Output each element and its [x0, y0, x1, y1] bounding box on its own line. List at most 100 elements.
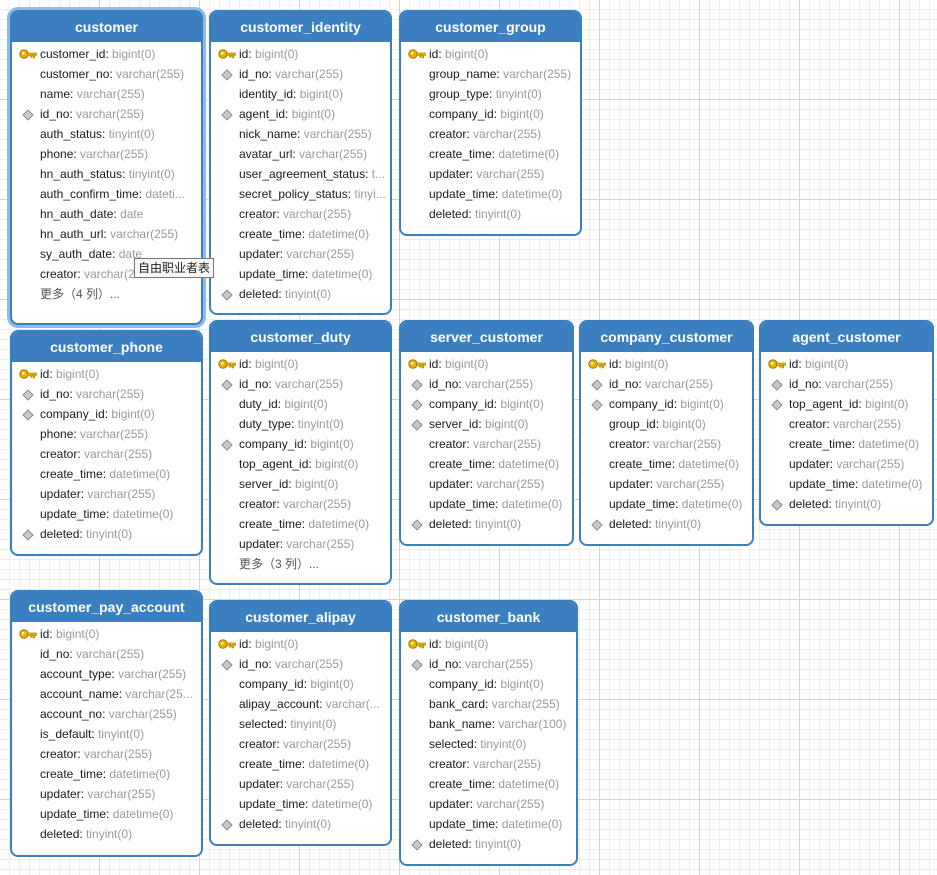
field-row[interactable]: id: bigint(0)	[211, 354, 390, 374]
field-row[interactable]: create_time: datetime(0)	[40, 767, 171, 781]
field-row[interactable]: creator: varchar(255)	[429, 437, 542, 451]
field-row[interactable]: group_name: varchar(255)	[429, 67, 572, 81]
field-row[interactable]: id_no: varchar(255)	[581, 374, 752, 394]
field-row[interactable]: update_time: datetime(0)	[239, 267, 373, 281]
field-row[interactable]: account_name: varchar(25...	[40, 687, 193, 701]
field-row[interactable]: deleted: tinyint(0)	[429, 207, 522, 221]
field-row[interactable]: server_id: bigint(0)	[401, 414, 572, 434]
field-row[interactable]: hn_auth_date: date	[40, 207, 144, 221]
field-row[interactable]: update_time: datetime(0)	[239, 797, 373, 811]
field-row[interactable]: updater: varchar(255)	[429, 477, 545, 491]
field-row[interactable]: update_time: datetime(0)	[429, 497, 563, 511]
field-row[interactable]: updater: varchar(255)	[609, 477, 725, 491]
field-row[interactable]: deleted: tinyint(0)	[761, 494, 932, 514]
table-title[interactable]: customer	[12, 12, 201, 42]
field-row[interactable]: creator: varchar(255)	[40, 447, 153, 461]
field-row[interactable]: creator: varchar(255)	[239, 207, 352, 221]
field-row[interactable]: company_id: bigint(0)	[429, 677, 544, 691]
table-title[interactable]: customer_alipay	[211, 602, 390, 632]
field-row[interactable]: update_time: datetime(0)	[609, 497, 743, 511]
field-row[interactable]: customer_no: varchar(255)	[40, 67, 185, 81]
field-row[interactable]: creator: varchar(255)	[429, 757, 542, 771]
field-row[interactable]: agent_id: bigint(0)	[211, 104, 390, 124]
field-row[interactable]: creator: varchar(255)	[609, 437, 722, 451]
field-row[interactable]: company_id: bigint(0)	[581, 394, 752, 414]
field-row[interactable]: creator: varchar(255)	[789, 417, 902, 431]
field-row[interactable]: alipay_account: varchar(...	[239, 697, 380, 711]
field-row[interactable]: secret_policy_status: tinyi...	[239, 187, 386, 201]
field-row[interactable]: creator: varchar(255)	[40, 747, 153, 761]
table-title[interactable]: server_customer	[401, 322, 572, 352]
field-row[interactable]: deleted: tinyint(0)	[581, 514, 752, 534]
field-row[interactable]: id: bigint(0)	[12, 624, 201, 644]
field-row[interactable]: id: bigint(0)	[12, 364, 201, 384]
field-row[interactable]: create_time: datetime(0)	[239, 517, 370, 531]
field-row[interactable]: update_time: datetime(0)	[789, 477, 923, 491]
field-row[interactable]: id_no: varchar(255)	[211, 654, 390, 674]
field-row[interactable]: id: bigint(0)	[211, 634, 390, 654]
field-row[interactable]: updater: varchar(255)	[40, 487, 156, 501]
table-title[interactable]: customer_duty	[211, 322, 390, 352]
field-row[interactable]: id: bigint(0)	[211, 44, 390, 64]
table-title[interactable]: customer_phone	[12, 332, 201, 362]
field-row[interactable]: updater: varchar(255)	[40, 787, 156, 801]
field-row[interactable]: bank_card: varchar(255)	[429, 697, 560, 711]
field-row[interactable]: creator: varchar(255)	[239, 497, 352, 511]
field-row[interactable]: create_time: datetime(0)	[429, 457, 560, 471]
field-row[interactable]: creator: varchar(255)	[429, 127, 542, 141]
field-row[interactable]: create_time: datetime(0)	[239, 227, 370, 241]
field-row[interactable]: id_no: varchar(255)	[12, 104, 201, 124]
field-row[interactable]: selected: tinyint(0)	[429, 737, 527, 751]
more-columns-link[interactable]: 更多（4 列）...	[40, 287, 121, 301]
field-row[interactable]: customer_id: bigint(0)	[12, 44, 201, 64]
field-row[interactable]: updater: varchar(255)	[239, 777, 355, 791]
field-row[interactable]: deleted: tinyint(0)	[401, 514, 572, 534]
field-row[interactable]: updater: varchar(255)	[239, 247, 355, 261]
field-row[interactable]: deleted: tinyint(0)	[211, 814, 390, 834]
field-row[interactable]: group_type: tinyint(0)	[429, 87, 542, 101]
field-row[interactable]: create_time: datetime(0)	[609, 457, 740, 471]
field-row[interactable]: update_time: datetime(0)	[40, 807, 174, 821]
field-row[interactable]: deleted: tinyint(0)	[12, 524, 201, 544]
field-row[interactable]: company_id: bigint(0)	[401, 394, 572, 414]
field-row[interactable]: id_no: varchar(255)	[211, 374, 390, 394]
field-row[interactable]: nick_name: varchar(255)	[239, 127, 372, 141]
field-row[interactable]: id: bigint(0)	[761, 354, 932, 374]
field-row[interactable]: company_id: bigint(0)	[12, 404, 201, 424]
table-title[interactable]: customer_pay_account	[12, 592, 201, 622]
field-row[interactable]: update_time: datetime(0)	[40, 507, 174, 521]
more-columns-link[interactable]: 更多（3 列）...	[239, 557, 320, 571]
field-row[interactable]: update_time: datetime(0)	[429, 187, 563, 201]
field-row[interactable]: create_time: datetime(0)	[429, 147, 560, 161]
field-row[interactable]: create_time: datetime(0)	[239, 757, 370, 771]
field-row[interactable]: account_no: varchar(255)	[40, 707, 177, 721]
table-title[interactable]: agent_customer	[761, 322, 932, 352]
field-row[interactable]: auth_status: tinyint(0)	[40, 127, 155, 141]
field-row[interactable]: updater: varchar(255)	[789, 457, 905, 471]
field-row[interactable]: id_no: varchar(255)	[761, 374, 932, 394]
field-row[interactable]: updater: varchar(255)	[429, 797, 545, 811]
field-row[interactable]: updater: varchar(255)	[239, 537, 355, 551]
field-row[interactable]: server_id: bigint(0)	[239, 477, 339, 491]
table-title[interactable]: customer_bank	[401, 602, 576, 632]
table-title[interactable]: company_customer	[581, 322, 752, 352]
field-row[interactable]: create_time: datetime(0)	[429, 777, 560, 791]
field-row[interactable]: duty_id: bigint(0)	[239, 397, 328, 411]
field-row[interactable]: id: bigint(0)	[401, 634, 576, 654]
field-row[interactable]: id: bigint(0)	[581, 354, 752, 374]
field-row[interactable]: duty_type: tinyint(0)	[239, 417, 344, 431]
field-row[interactable]: company_id: bigint(0)	[429, 107, 544, 121]
field-row[interactable]: is_default: tinyint(0)	[40, 727, 145, 741]
field-row[interactable]: updater: varchar(255)	[429, 167, 545, 181]
field-row[interactable]: name: varchar(255)	[40, 87, 145, 101]
field-row[interactable]: id_no: varchar(255)	[12, 384, 201, 404]
